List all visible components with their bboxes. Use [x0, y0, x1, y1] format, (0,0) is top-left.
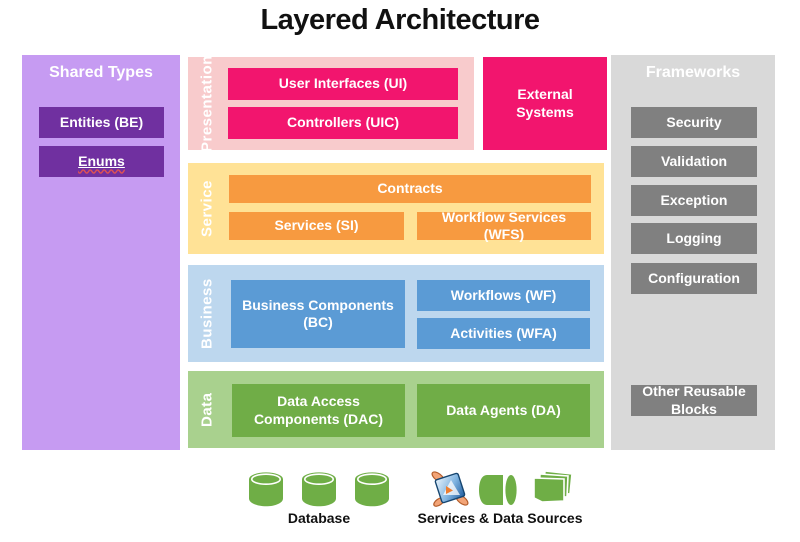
exception-label: Exception — [660, 191, 728, 208]
data-access-components-box: Data Access Components (DAC) — [232, 384, 405, 437]
enums-label-underline: Enums — [78, 153, 125, 171]
presentation-layer-panel: Presentation User Interfaces (UI) Contro… — [188, 55, 474, 152]
other-reusable-blocks-box: Other Reusable Blocks — [631, 383, 757, 417]
entities-label: Entities (BE) — [59, 113, 144, 130]
service-layer-label: Service — [198, 180, 216, 237]
user-interfaces-box: User Interfaces (UI) — [228, 68, 458, 100]
services-data-sources-label: Services & Data Sources — [417, 510, 583, 526]
shared-types-panel: Shared Types Entities (BE) Enums — [22, 55, 180, 450]
business-components-label: Business Components (BC) — [242, 296, 394, 331]
entities-box: Entities (BE) — [39, 107, 164, 138]
other-reusable-blocks-label: Other Reusable Blocks — [642, 383, 746, 417]
data-layer-panel: Data Data Access Components (DAC) Data A… — [188, 371, 604, 448]
workflows-label: Workflows (WF) — [450, 286, 557, 303]
configuration-label: Configuration — [648, 269, 740, 286]
data-access-components-label: Data Access Components (DAC) — [253, 393, 384, 427]
controllers-label: Controllers (UIC) — [287, 114, 399, 131]
controllers-box: Controllers (UIC) — [228, 107, 458, 139]
services-si-box: Services (SI) — [229, 212, 404, 240]
workflows-box: Workflows (WF) — [417, 280, 590, 311]
validation-box: Validation — [631, 146, 757, 177]
exception-box: Exception — [631, 185, 757, 216]
data-agents-box: Data Agents (DA) — [417, 384, 590, 437]
business-components-box: Business Components (BC) — [231, 280, 405, 348]
diagram-title: Layered Architecture — [260, 4, 540, 36]
shared-types-title: Shared Types — [49, 64, 153, 81]
service-component-icon — [429, 466, 471, 517]
workflow-services-box: Workflow Services (WFS) — [417, 209, 591, 242]
business-layer-label: Business — [198, 278, 216, 349]
frameworks-panel: Frameworks Security Validation Exception… — [611, 55, 775, 450]
presentation-layer-label: Presentation — [198, 55, 216, 152]
data-agents-label: Data Agents (DA) — [446, 401, 561, 418]
horizontal-cylinder-icon — [478, 474, 518, 511]
data-layer-label: Data — [198, 392, 216, 427]
activities-box: Activities (WFA) — [417, 318, 590, 349]
database-cylinder-icon — [246, 470, 286, 513]
validation-label: Validation — [660, 152, 728, 169]
document-stack-icon — [528, 470, 574, 513]
external-systems-box: External Systems — [483, 57, 607, 150]
workflow-services-label: Workflow Services (WFS) — [441, 208, 567, 243]
configuration-box: Configuration — [631, 263, 757, 294]
user-interfaces-label: User Interfaces (UI) — [278, 75, 408, 92]
activities-label: Activities (WFA) — [450, 324, 557, 341]
logging-label: Logging — [666, 229, 722, 246]
external-systems-label: External Systems — [516, 86, 574, 120]
logging-box: Logging — [631, 223, 757, 254]
database-label: Database — [287, 510, 351, 526]
business-layer-panel: Business Business Components (BC) Workfl… — [188, 265, 604, 362]
contracts-label: Contracts — [377, 180, 443, 197]
database-cylinder-icon — [299, 470, 339, 513]
services-si-label: Services (SI) — [274, 217, 359, 234]
frameworks-title: Frameworks — [645, 64, 741, 81]
security-label: Security — [666, 113, 722, 130]
security-box: Security — [631, 107, 757, 138]
enums-box: Enums — [39, 146, 164, 177]
enums-label: Enums — [78, 152, 125, 169]
contracts-box: Contracts — [229, 175, 591, 203]
database-cylinder-icon — [352, 470, 392, 513]
service-layer-panel: Service Contracts Services (SI) Workflow… — [188, 163, 604, 254]
